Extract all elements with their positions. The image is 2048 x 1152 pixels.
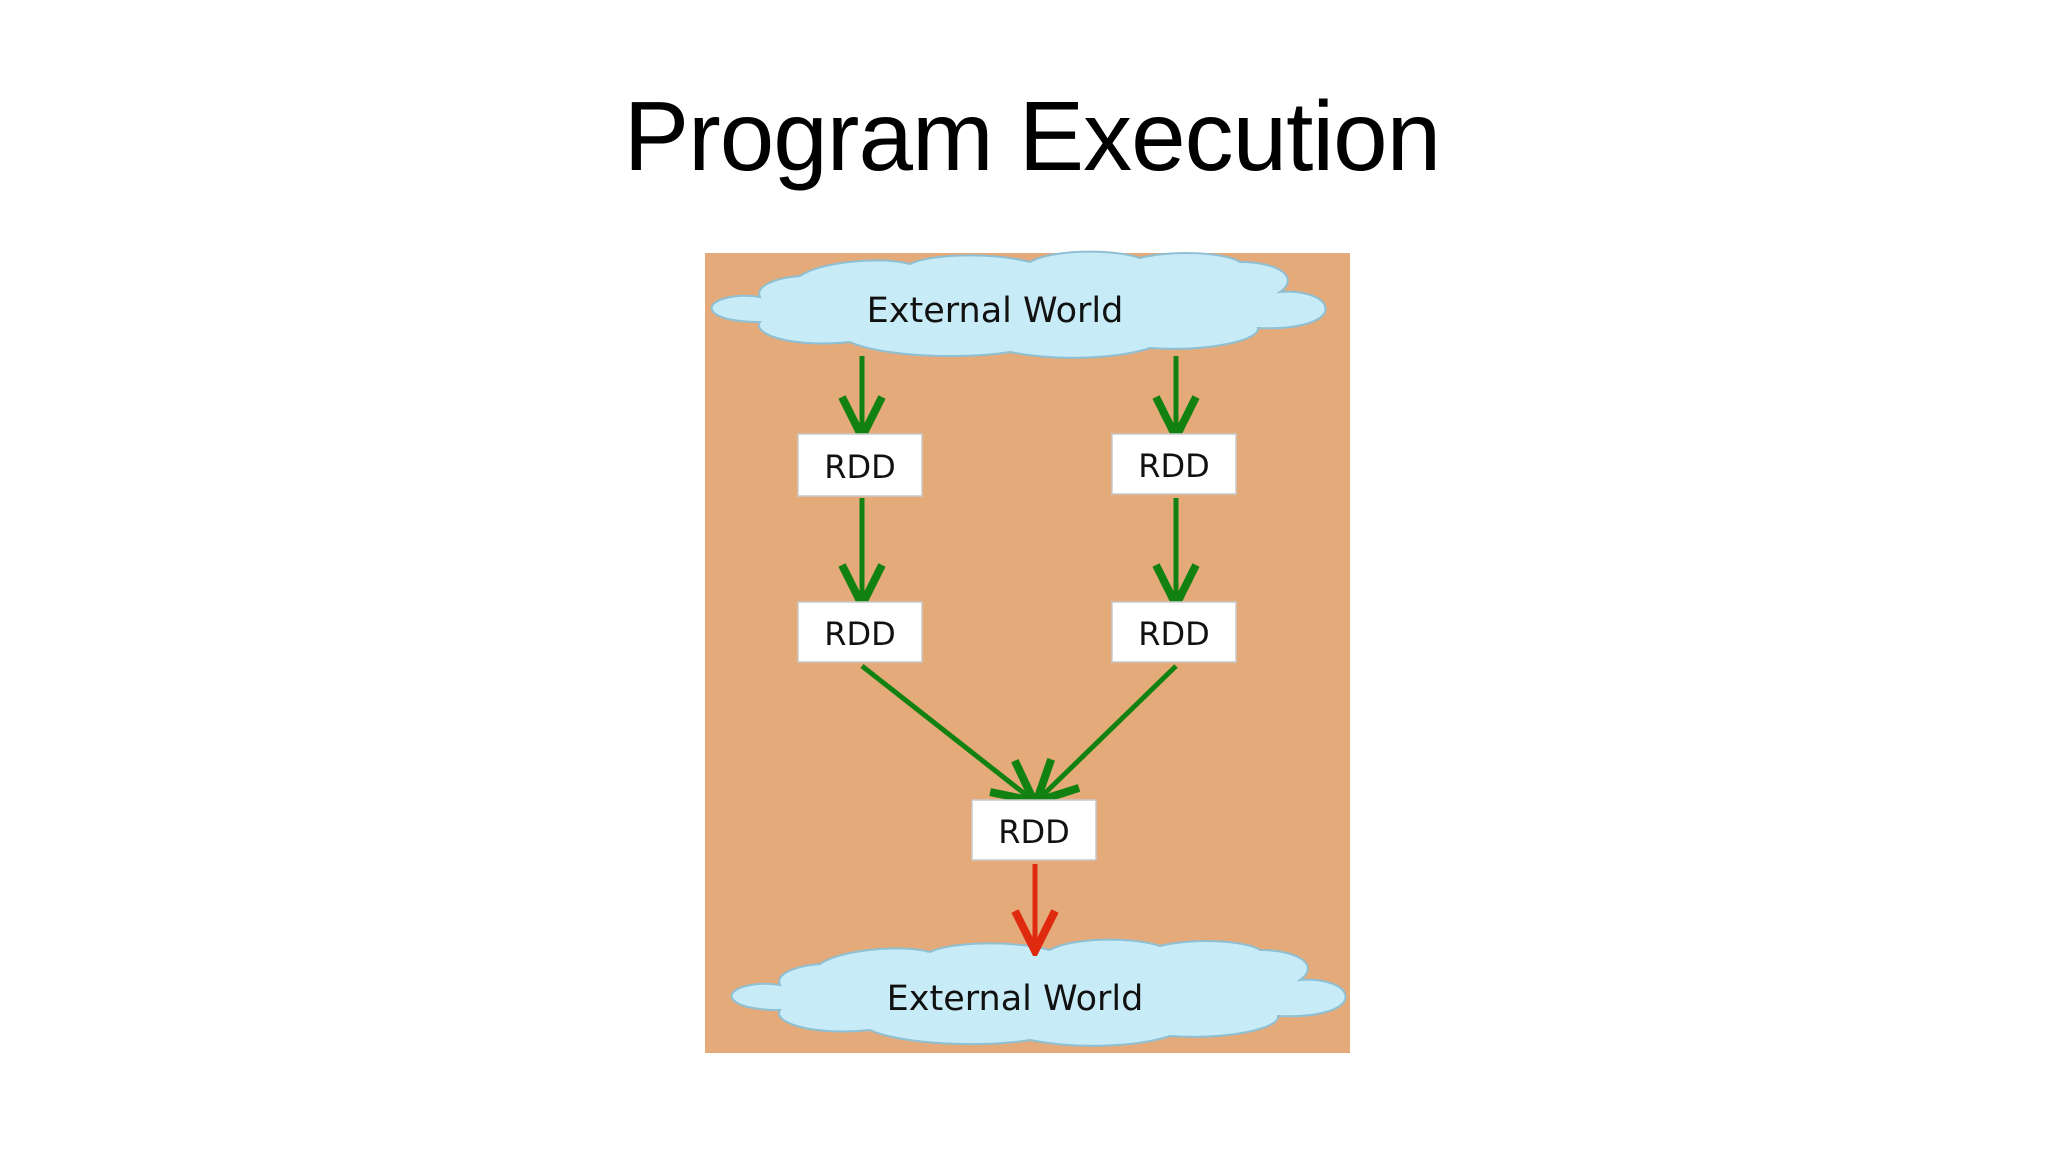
rdd-node-left-1: RDD — [797, 433, 923, 497]
rdd-label: RDD — [1138, 447, 1210, 485]
cloud-shape — [710, 250, 1327, 359]
edge-left2-to-merged — [860, 664, 1030, 798]
cloud-external-world-top: External World — [710, 250, 1327, 359]
cloud-shape — [730, 938, 1347, 1047]
slide-title: Program Execution — [623, 81, 1441, 191]
rdd-node-merged: RDD — [971, 799, 1097, 861]
cloud-label-top: External World — [867, 291, 1124, 331]
cloud-label-bottom: External World — [887, 979, 1144, 1019]
rdd-label: RDD — [998, 813, 1070, 851]
edges — [862, 356, 1176, 946]
rdd-node-left-2: RDD — [797, 601, 923, 663]
rdd-box — [797, 601, 923, 663]
rdd-node-right-1: RDD — [1111, 433, 1237, 495]
rdd-box — [1111, 433, 1237, 495]
rdd-box — [971, 799, 1097, 861]
rdd-label: RDD — [1138, 615, 1210, 653]
edge-right2-to-merged — [1040, 664, 1178, 798]
rdd-node-right-2: RDD — [1111, 601, 1237, 663]
rdd-box — [797, 433, 923, 497]
rdd-label: RDD — [824, 615, 896, 653]
rdd-box — [1111, 601, 1237, 663]
cloud-external-world-bottom: External World — [730, 938, 1347, 1047]
rdd-label: RDD — [824, 448, 896, 486]
